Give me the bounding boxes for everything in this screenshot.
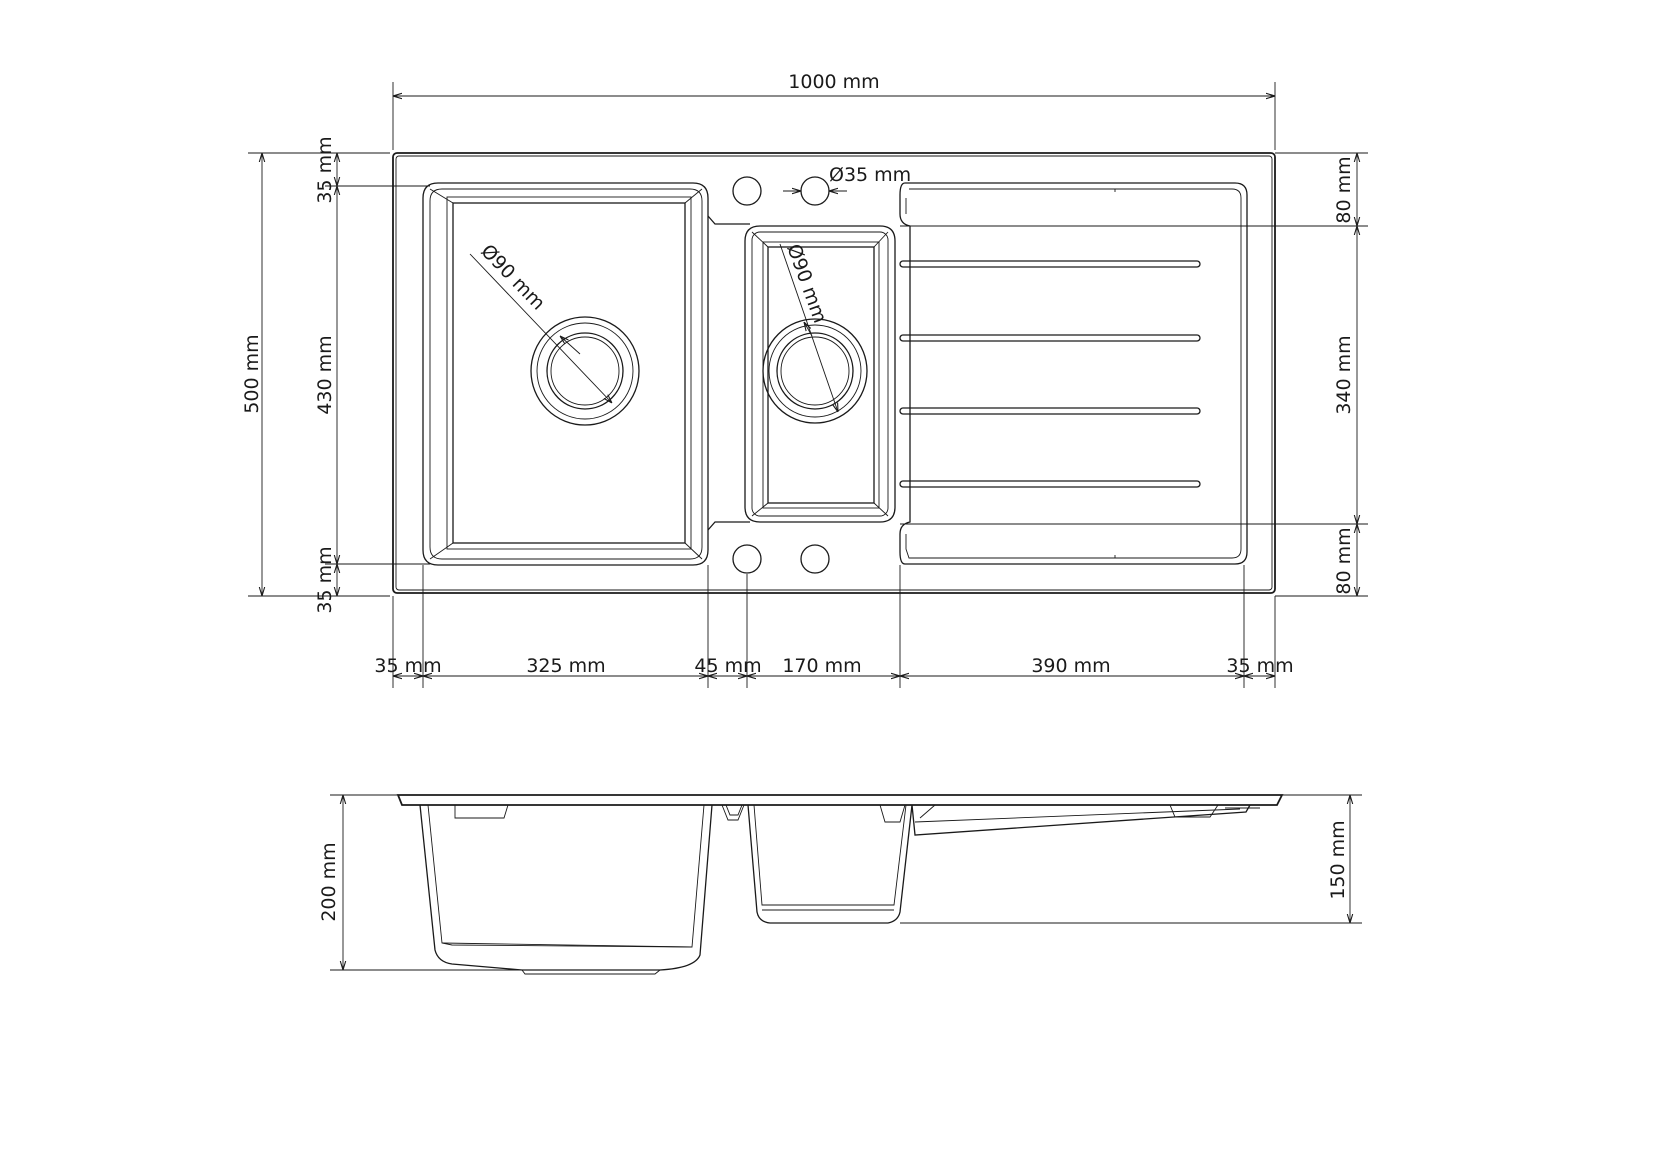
plan-view: 1000 mm 500 mm 35 mm 430 mm 35 mm 80 mm …	[241, 71, 1368, 688]
half-waste-icon	[762, 318, 868, 424]
main-bowl-depth-label: 200 mm	[318, 842, 340, 921]
bowl-depth-plan-label: 430 mm	[314, 335, 336, 414]
overall-width-label: 1000 mm	[788, 71, 879, 93]
width-label: 390 mm	[1031, 655, 1110, 677]
sink-outline	[392, 152, 1276, 594]
width-label: 35 mm	[1226, 655, 1293, 677]
half-waste-label: Ø90 mm	[782, 241, 831, 326]
bottom-rim-label: 35 mm	[314, 546, 336, 613]
width-label: 35 mm	[374, 655, 441, 677]
drainer-groove	[899, 334, 1201, 342]
tap-hole-icon	[800, 544, 830, 574]
width-label: 170 mm	[782, 655, 861, 677]
main-bowl	[422, 182, 709, 566]
main-waste-icon	[530, 316, 640, 426]
sink-deck	[396, 794, 1284, 806]
half-bowl-profile	[747, 804, 913, 924]
drainer-top-margin-label: 80 mm	[1333, 156, 1355, 223]
drainer-groove	[899, 407, 1201, 415]
width-label: 45 mm	[694, 655, 761, 677]
drainer-groove	[899, 480, 1201, 488]
drainer-slope	[911, 804, 1251, 836]
width-label: 325 mm	[526, 655, 605, 677]
drainer-groove	[899, 260, 1201, 268]
half-bowl	[744, 225, 896, 523]
top-rim-label: 35 mm	[314, 136, 336, 203]
tap-hole-icon	[732, 544, 762, 574]
side-view: 200 mm 150 mm	[318, 794, 1362, 975]
overall-depth-label: 500 mm	[241, 334, 263, 413]
drainer	[899, 182, 1248, 565]
drainer-length-label: 340 mm	[1333, 335, 1355, 414]
half-bowl-depth-label: 150 mm	[1327, 820, 1349, 899]
main-waste-label: Ø90 mm	[476, 240, 549, 314]
tap-hole-icon	[800, 176, 830, 206]
tap-hole-icon	[732, 176, 762, 206]
drainer-bottom-margin-label: 80 mm	[1333, 527, 1355, 594]
tap-hole-label: Ø35 mm	[829, 164, 911, 186]
